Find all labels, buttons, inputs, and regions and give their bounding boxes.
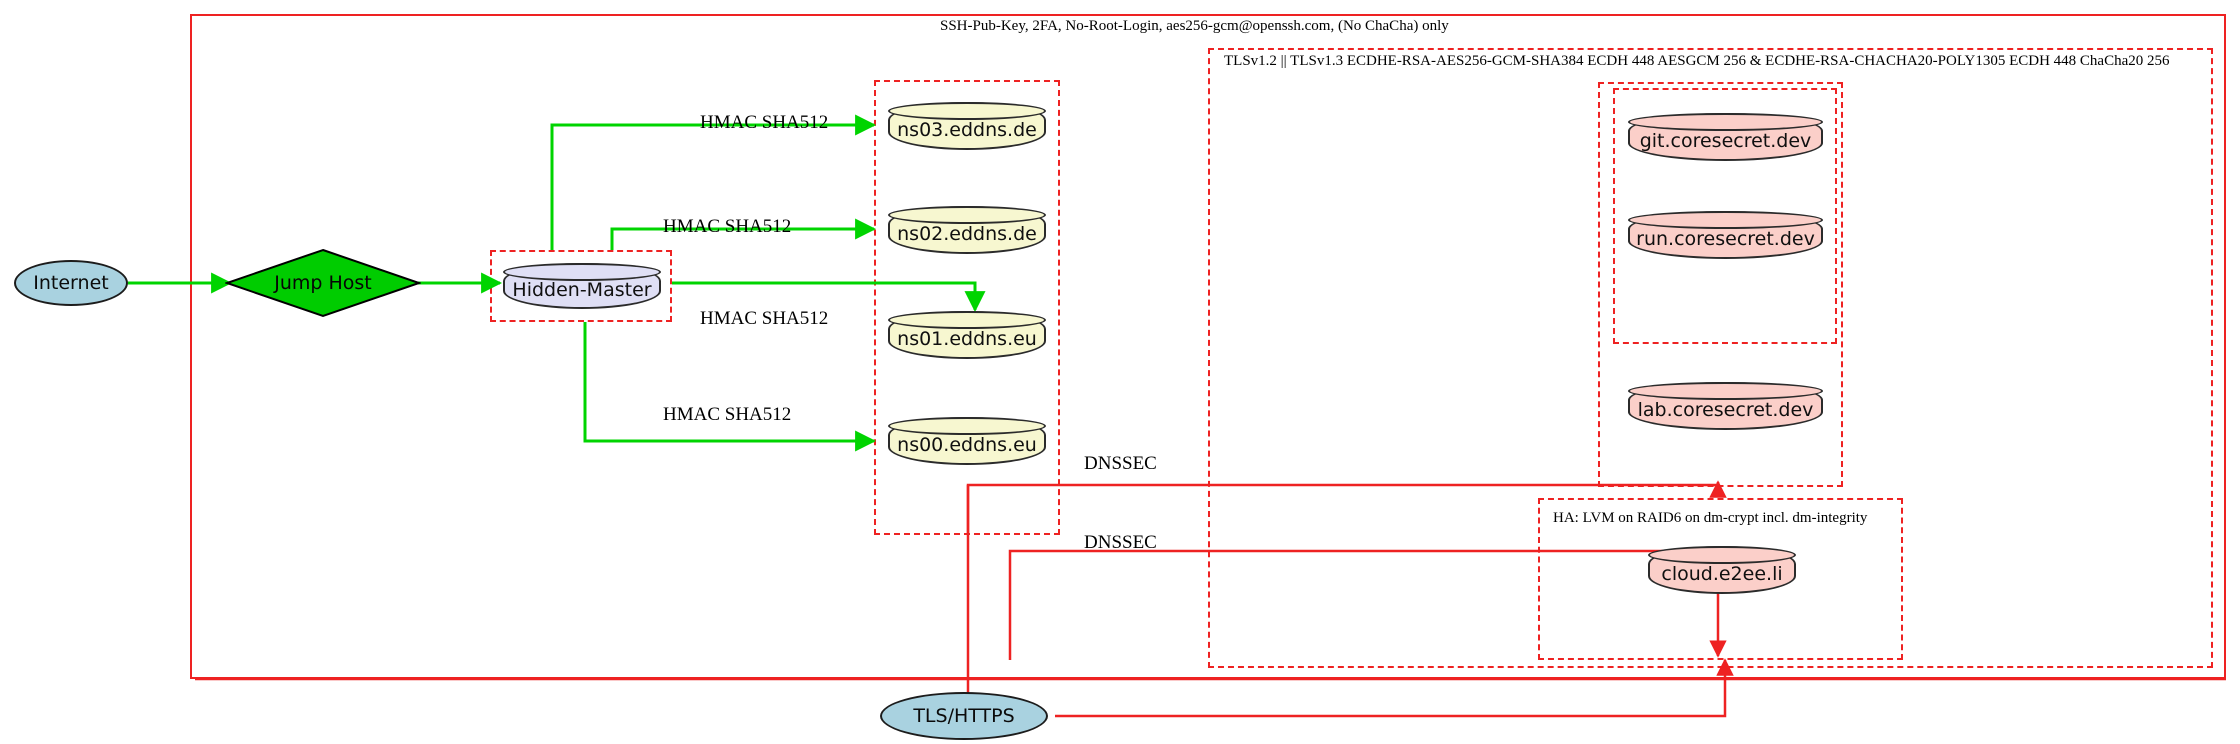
edge-label-hmac-ns02: HMAC SHA512: [663, 216, 792, 237]
edge-label-dnssec-upper: DNSSEC: [1084, 453, 1157, 474]
node-tls-https[interactable]: TLS/HTTPS: [880, 692, 1048, 740]
node-ns03-label: ns03.eddns.de: [897, 118, 1037, 141]
node-jump-host-label: Jump Host: [274, 272, 372, 294]
edge-label-hmac-ns01: HMAC SHA512: [700, 308, 829, 329]
node-internet-label: Internet: [33, 272, 109, 294]
node-ns02-label: ns02.eddns.de: [897, 222, 1037, 245]
node-git-coresecret-dev[interactable]: git.coresecret.dev: [1628, 113, 1823, 161]
node-git-coresecret-dev-label: git.coresecret.dev: [1639, 129, 1812, 152]
cluster-ssh-boundary-label: SSH-Pub-Key, 2FA, No-Root-Login, aes256-…: [940, 18, 1449, 34]
edge-label-dnssec-lower: DNSSEC: [1084, 532, 1157, 553]
node-ns00-label: ns00.eddns.eu: [897, 433, 1037, 456]
edge-label-hmac-ns03: HMAC SHA512: [700, 112, 829, 133]
node-cloud-e2ee-li[interactable]: cloud.e2ee.li: [1648, 546, 1796, 594]
node-internet[interactable]: Internet: [14, 260, 128, 306]
edge-label-hmac-ns00: HMAC SHA512: [663, 404, 792, 425]
cluster-tls-boundary-label: TLSv1.2 || TLSv1.3 ECDHE-RSA-AES256-GCM-…: [1224, 53, 2170, 69]
node-hidden-master[interactable]: Hidden-Master: [503, 263, 661, 309]
node-ns03[interactable]: ns03.eddns.de: [888, 102, 1046, 150]
node-lab-coresecret-dev-label: lab.coresecret.dev: [1637, 398, 1814, 421]
node-ns02[interactable]: ns02.eddns.de: [888, 206, 1046, 254]
node-ns01[interactable]: ns01.eddns.eu: [888, 311, 1046, 359]
cluster-ha-boundary-label: HA: LVM on RAID6 on dm-crypt incl. dm-in…: [1553, 510, 1868, 526]
node-jump-host[interactable]: Jump Host: [225, 248, 421, 318]
node-tls-https-label: TLS/HTTPS: [913, 705, 1015, 727]
node-ns00[interactable]: ns00.eddns.eu: [888, 417, 1046, 465]
node-run-coresecret-dev[interactable]: run.coresecret.dev: [1628, 211, 1823, 259]
node-lab-coresecret-dev[interactable]: lab.coresecret.dev: [1628, 382, 1823, 430]
node-cloud-e2ee-li-label: cloud.e2ee.li: [1661, 562, 1783, 585]
diamond-shape: [225, 248, 421, 318]
node-hidden-master-label: Hidden-Master: [512, 278, 652, 301]
cluster-services-inner-box: [1613, 88, 1837, 344]
node-ns01-label: ns01.eddns.eu: [897, 327, 1037, 350]
node-run-coresecret-dev-label: run.coresecret.dev: [1636, 227, 1815, 250]
